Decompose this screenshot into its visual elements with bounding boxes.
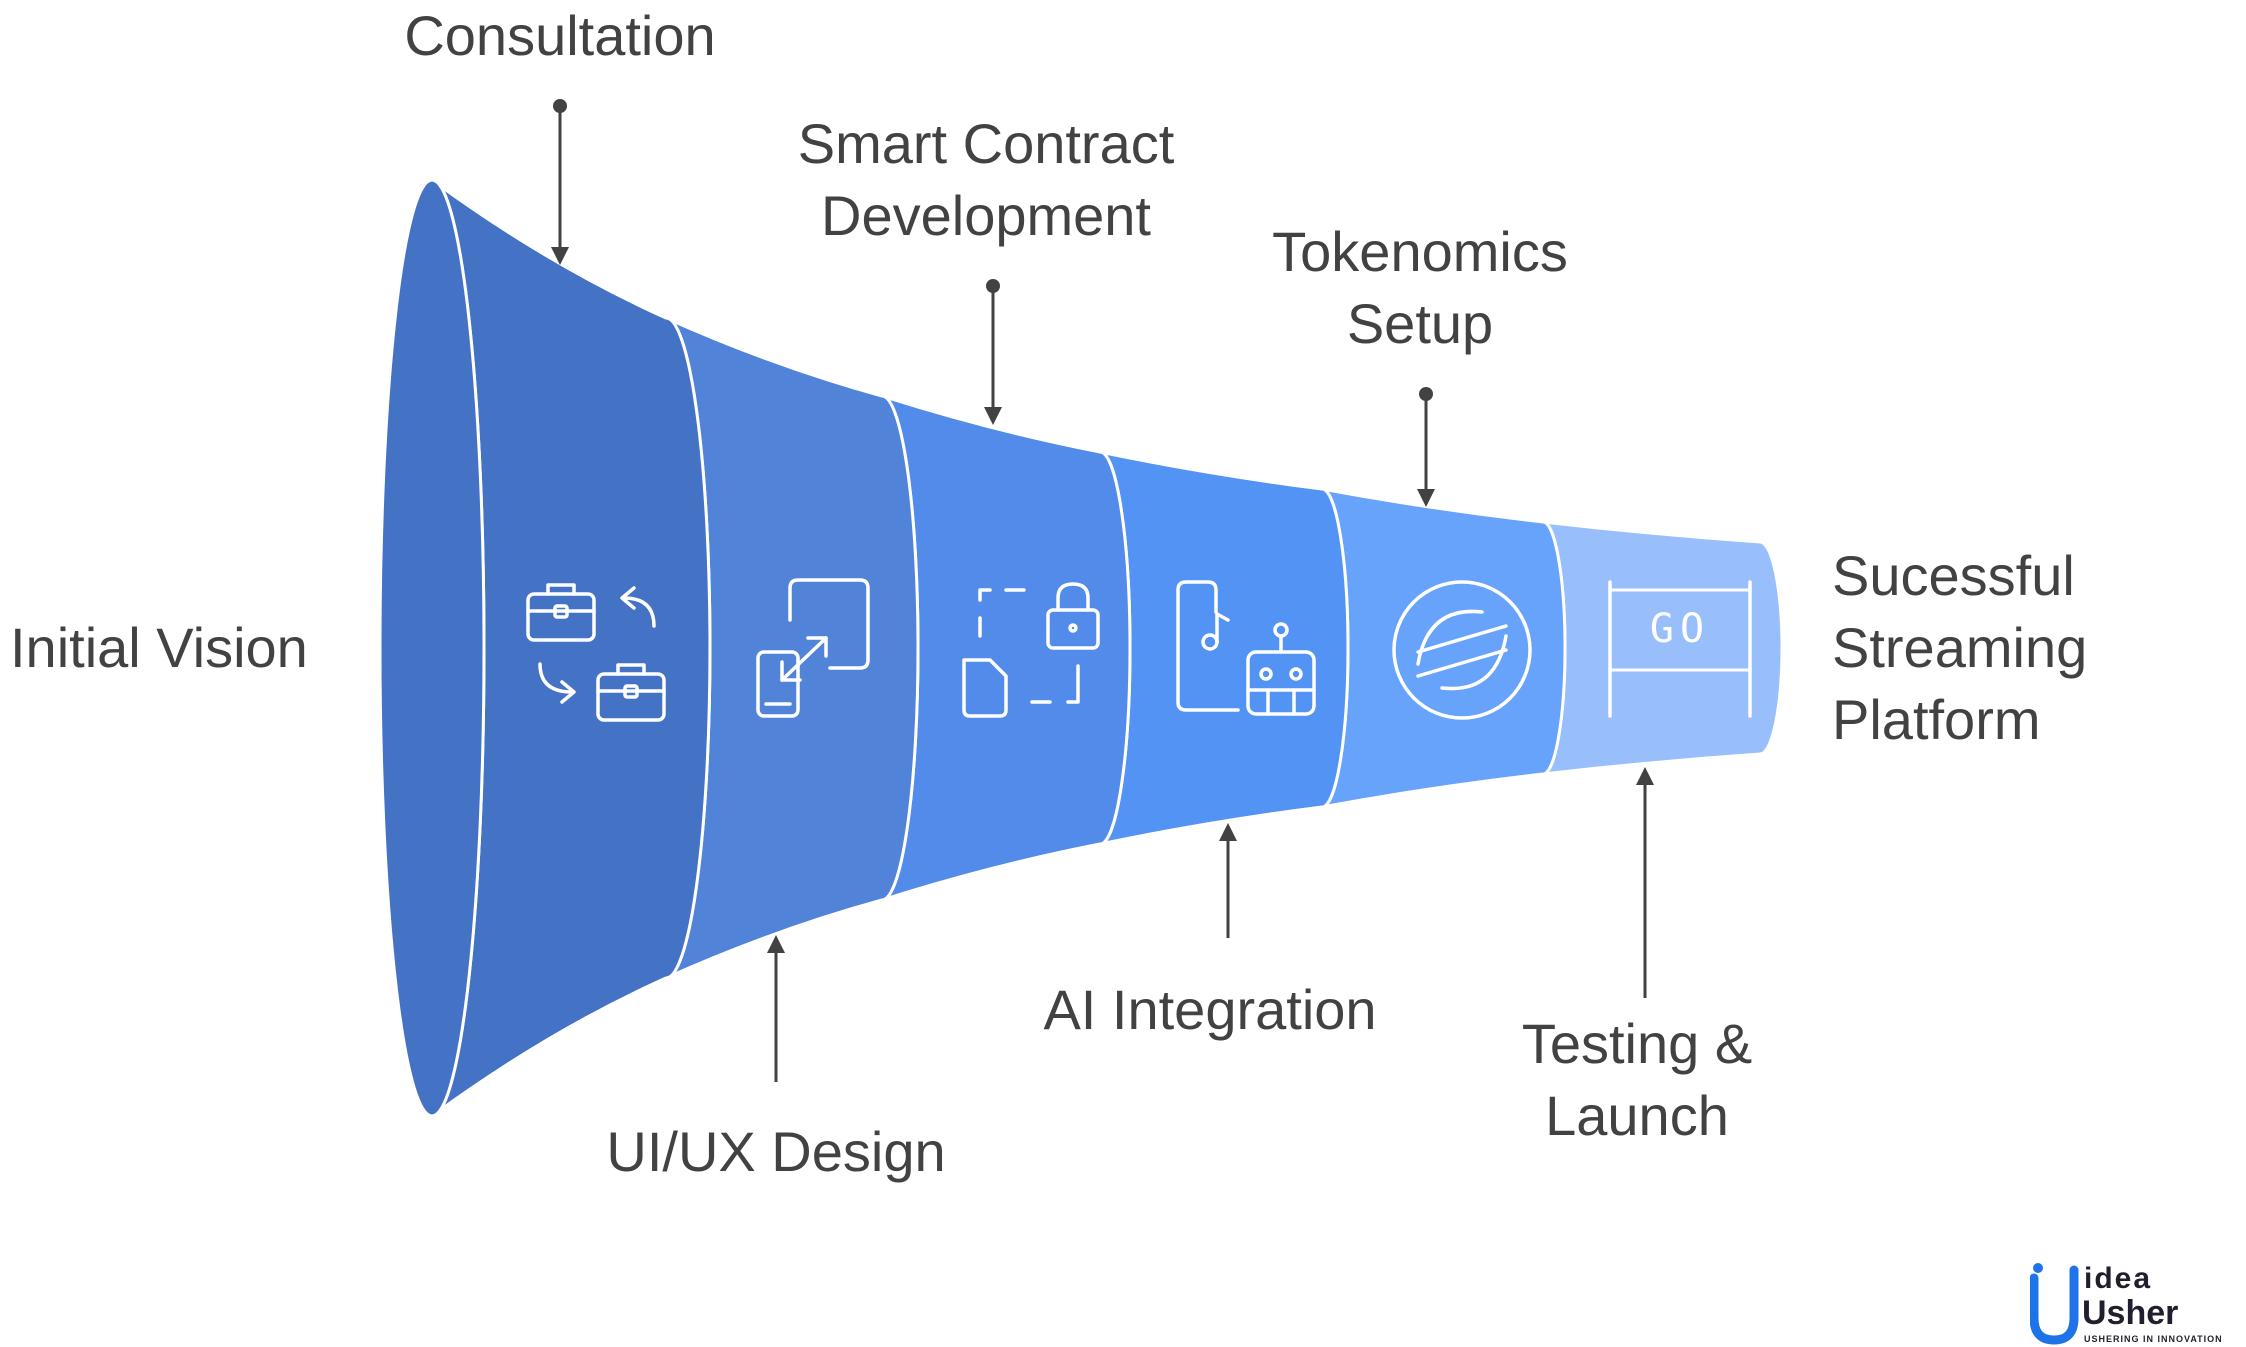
briefcase-exchange-icon — [526, 583, 666, 722]
idea-usher-logo: idea Usher USHERING IN INNOVATION — [2030, 1262, 2245, 1346]
logo-tagline: USHERING IN INNOVATION — [2084, 1334, 2223, 1344]
start-label: Initial Vision — [10, 616, 308, 679]
go-banner-icon: GO — [1608, 580, 1752, 718]
logo-brand-bottom: Usher — [2082, 1294, 2179, 1332]
phone-robot-icon — [1176, 580, 1316, 716]
logo-mark-icon — [2030, 1263, 2079, 1345]
stage-label-ai-integration: AI Integration — [1043, 978, 1377, 1041]
logo-brand-top: idea — [2084, 1262, 2153, 1295]
stage-label-ui-ux-design: UI/UX Design — [606, 1120, 946, 1183]
stage-label-smart-contract: Smart Contract Development — [797, 112, 1175, 247]
callout-arrow-smart-contract-development — [984, 279, 1002, 425]
go-banner-text: GO — [1650, 606, 1710, 652]
end-label: Sucessful Streaming Platform — [1832, 544, 2088, 751]
resize-screens-icon — [756, 578, 870, 718]
funnel-mouth — [378, 178, 486, 1118]
stage-label-testing-launch: Testing & Launch — [1521, 1012, 1753, 1147]
token-coin-icon — [1392, 580, 1532, 720]
callout-arrow-tokenomics-setup — [1417, 387, 1435, 507]
file-lock-icon — [962, 582, 1100, 718]
callout-arrow-consultation — [551, 99, 569, 265]
stage-label-consultation: Consultation — [404, 4, 716, 67]
funnel-stage-ai-integration — [1099, 450, 1350, 846]
stage-label-tokenomics: Tokenomics Setup — [1272, 220, 1568, 355]
